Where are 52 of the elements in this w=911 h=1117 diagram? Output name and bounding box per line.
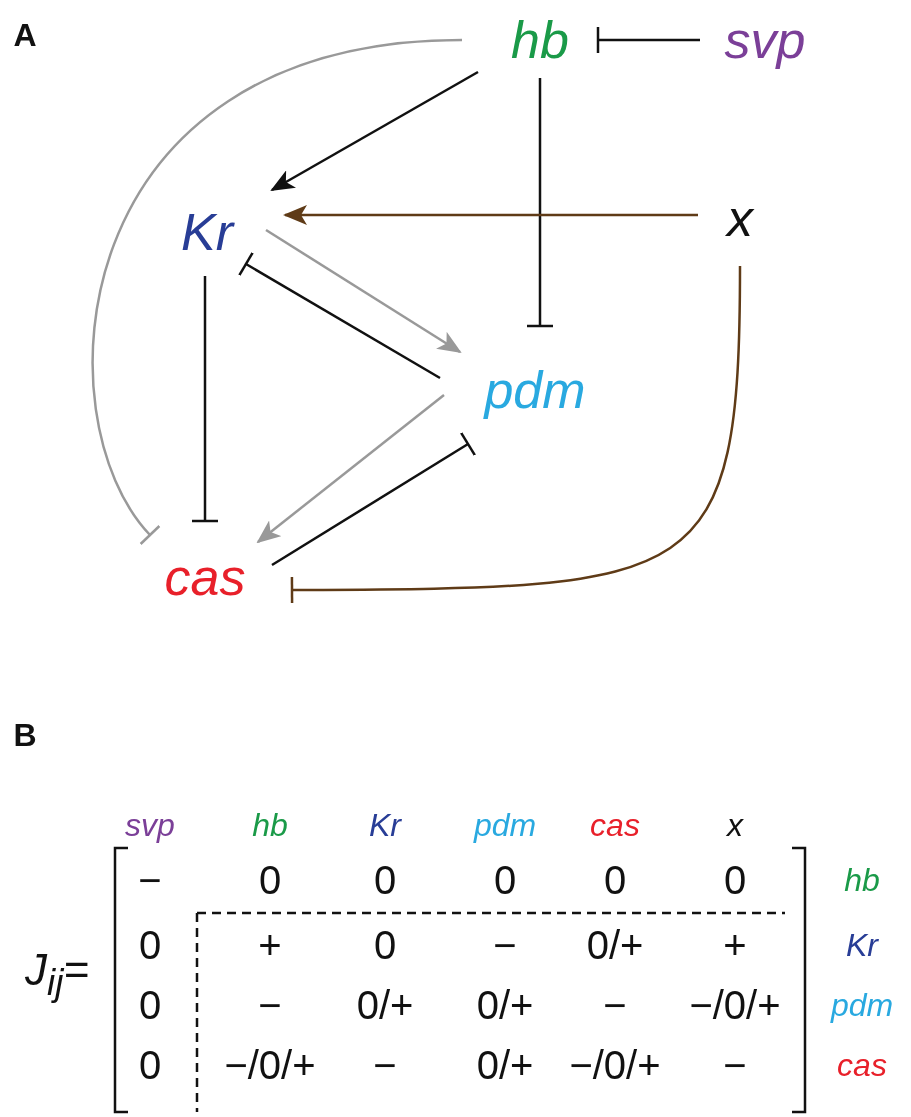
matrix-entry: − xyxy=(723,1045,747,1085)
matrix-entry: 0 xyxy=(138,1045,162,1085)
arrow xyxy=(283,205,698,225)
matrix-label: J$_{ij}$= xyxy=(25,948,89,1002)
matrix-entry: 0/+ xyxy=(356,985,414,1025)
matrix-entry: 0 xyxy=(373,860,397,900)
row-header: cas xyxy=(837,1049,887,1081)
gene-label: x xyxy=(727,192,753,244)
matrix-entry: 0 xyxy=(138,985,162,1025)
matrix-entry: − xyxy=(603,985,627,1025)
row-header: hb xyxy=(844,864,880,896)
matrix-entry: 0 xyxy=(723,860,747,900)
matrix-entry: 0 xyxy=(493,860,517,900)
inhibition-line xyxy=(238,251,441,380)
arrow xyxy=(265,228,462,354)
gene-label: hb xyxy=(511,14,569,66)
matrix-entry: + xyxy=(723,925,747,965)
arrow xyxy=(270,70,479,192)
matrix-entry: −/0/+ xyxy=(224,1045,316,1085)
matrix-entry: − xyxy=(258,985,282,1025)
matrix-entry: 0 xyxy=(138,925,162,965)
matrix-entry: − xyxy=(138,860,162,900)
matrix-entry: − xyxy=(373,1045,397,1085)
column-header: svp xyxy=(125,809,175,841)
gene-label: Kr xyxy=(181,206,233,258)
inhibition-line xyxy=(271,431,477,567)
column-header: hb xyxy=(252,809,288,841)
inhibition-line xyxy=(190,276,220,523)
inhibition-line xyxy=(91,38,463,544)
inhibition-line xyxy=(596,25,700,55)
column-header: pdm xyxy=(473,809,537,841)
matrix-entry: 0 xyxy=(603,860,627,900)
matrix-entry: 0 xyxy=(258,860,282,900)
matrix-entry: 0/+ xyxy=(476,985,534,1025)
inhibition-line xyxy=(290,266,742,605)
matrix-entry: 0/+ xyxy=(586,925,644,965)
matrix-entry: − xyxy=(493,925,517,965)
matrix-entry: + xyxy=(258,925,282,965)
row-header: pdm xyxy=(830,989,894,1021)
matrix-entry: −/0/+ xyxy=(569,1045,661,1085)
matrix-entry: −/0/+ xyxy=(689,985,781,1025)
row-header: Kr xyxy=(846,929,878,961)
arrow xyxy=(256,394,445,544)
matrix-entry: 0/+ xyxy=(476,1045,534,1085)
column-header: cas xyxy=(590,809,640,841)
inhibition-line xyxy=(525,78,555,328)
matrix-entry: 0 xyxy=(373,925,397,965)
column-header: x xyxy=(727,809,743,841)
panel-letter: A xyxy=(13,19,37,51)
column-header: Kr xyxy=(369,809,401,841)
gene-label: cas xyxy=(164,551,246,603)
panel-letter: B xyxy=(13,719,37,751)
